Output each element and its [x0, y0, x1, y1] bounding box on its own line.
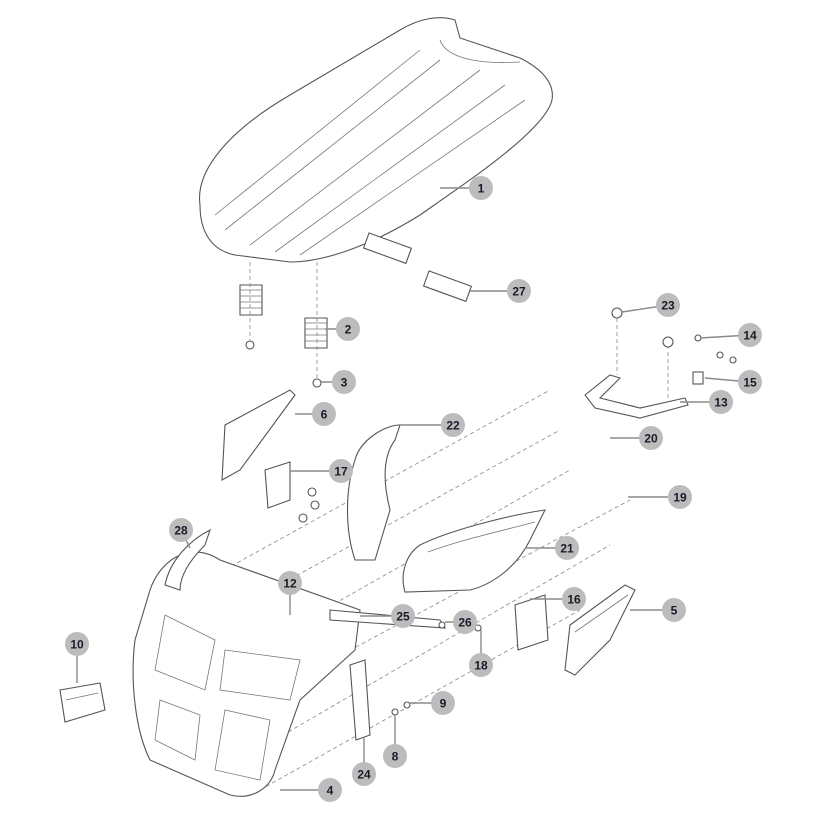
callout-bubble: [383, 744, 407, 768]
callout-number: 27: [512, 285, 526, 299]
part-hood: [199, 17, 553, 263]
callout-4: 4: [280, 778, 342, 802]
callout-number: 16: [567, 593, 581, 607]
part-21: [402, 509, 546, 593]
callout-19: 19: [628, 485, 692, 509]
callout-23: 23: [621, 293, 680, 317]
callout-number: 17: [334, 465, 348, 479]
callout-number: 25: [396, 610, 410, 624]
part-springs: [239, 262, 328, 388]
callout-bubble: [312, 402, 336, 426]
part-5: [564, 584, 636, 676]
callout-8: 8: [383, 715, 407, 768]
callout-1: 1: [440, 176, 493, 200]
callout-18: 18: [469, 630, 493, 677]
callout-bubble: [562, 587, 586, 611]
callout-number: 20: [644, 432, 658, 446]
callout-bubble: [555, 536, 579, 560]
callout-bubble: [329, 459, 353, 483]
callout-bubble: [352, 762, 376, 786]
part-22: [347, 424, 401, 561]
part-pad-27: [422, 270, 473, 303]
callout-number: 28: [174, 524, 188, 538]
callout-number: 5: [671, 604, 678, 618]
part-24: [349, 659, 371, 741]
callout-5: 5: [630, 598, 686, 622]
callout-25: 25: [360, 604, 415, 628]
callout-bubble: [469, 176, 493, 200]
callout-28: 28: [169, 518, 193, 549]
callout-17: 17: [290, 459, 353, 483]
callout-22: 22: [400, 413, 465, 437]
callout-bubble: [453, 610, 477, 634]
callout-number: 14: [743, 329, 757, 343]
callout-3: 3: [320, 370, 356, 394]
callout-bubble: [668, 485, 692, 509]
callout-bubble: [709, 390, 733, 414]
callout-16: 16: [530, 587, 586, 611]
callout-bubble: [431, 691, 455, 715]
callout-number: 8: [392, 750, 399, 764]
callout-number: 26: [458, 616, 472, 630]
callout-number: 1: [478, 182, 485, 196]
callout-27: 27: [470, 279, 531, 303]
callout-10: 10: [65, 632, 89, 683]
part-10: [59, 682, 106, 723]
callout-6: 6: [295, 402, 336, 426]
callout-bubble: [738, 370, 762, 394]
callout-bubble: [441, 413, 465, 437]
callout-bubble: [738, 323, 762, 347]
part-pad: [362, 232, 413, 265]
callout-bubble: [169, 518, 193, 542]
callout-bubble: [332, 370, 356, 394]
callout-number: 6: [321, 408, 328, 422]
callout-number: 22: [446, 419, 460, 433]
callout-bubble: [318, 778, 342, 802]
callout-number: 4: [327, 784, 334, 798]
callout-bubble: [278, 571, 302, 595]
callout-14: 14: [699, 323, 762, 347]
callout-number: 21: [560, 542, 574, 556]
callout-number: 19: [673, 491, 687, 505]
callout-number: 10: [70, 638, 84, 652]
part-17: [264, 461, 291, 509]
callout-number: 23: [661, 299, 675, 313]
callout-number: 9: [440, 697, 447, 711]
callout-20: 20: [610, 426, 663, 450]
callout-number: 12: [283, 577, 297, 591]
callout-number: 15: [743, 376, 757, 390]
part-6: [221, 389, 296, 481]
callout-bubble: [65, 632, 89, 656]
part-bracket-13: [584, 307, 737, 419]
callout-bubble: [336, 317, 360, 341]
callout-bubble: [469, 653, 493, 677]
callout-21: 21: [525, 536, 579, 560]
callout-13: 13: [680, 390, 733, 414]
callout-bubble: [391, 604, 415, 628]
callout-24: 24: [352, 738, 376, 786]
callout-number: 2: [345, 323, 352, 337]
callout-26: 26: [445, 610, 477, 634]
callout-number: 24: [357, 768, 371, 782]
callout-15: 15: [704, 370, 762, 394]
part-front-fascia: [132, 528, 361, 797]
callout-number: 18: [474, 659, 488, 673]
callout-12: 12: [278, 571, 302, 615]
callout-number: 3: [341, 376, 348, 390]
callout-number: 13: [714, 396, 728, 410]
callout-bubble: [507, 279, 531, 303]
callout-bubble: [662, 598, 686, 622]
callout-2: 2: [325, 317, 360, 341]
callout-bubble: [656, 293, 680, 317]
callout-9: 9: [410, 691, 455, 715]
callout-bubble: [639, 426, 663, 450]
